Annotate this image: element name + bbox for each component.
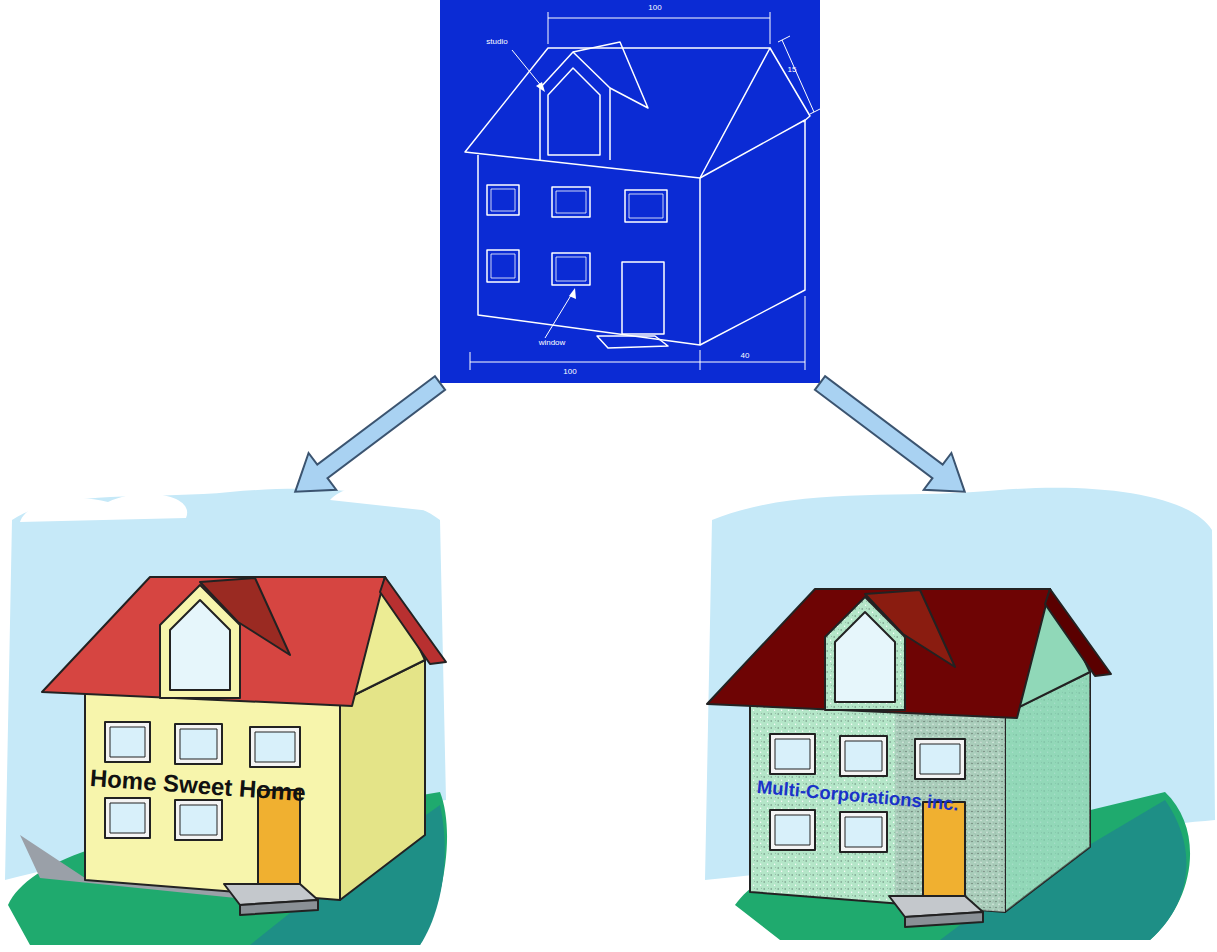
- window-outline: [487, 185, 667, 285]
- blueprint-background: [440, 0, 820, 383]
- step-front: [905, 912, 983, 927]
- dormer: [160, 585, 240, 698]
- house-illustration: Multi-Corporations inc.: [665, 480, 1217, 952]
- cloud: [20, 484, 442, 522]
- dimension-value: 15: [788, 65, 797, 74]
- dimension-value: 100: [648, 3, 661, 12]
- dormer-window-outline: [548, 68, 600, 155]
- callout-label: studio: [486, 37, 507, 46]
- roof-trim: [380, 577, 446, 664]
- leader-line: [545, 292, 573, 338]
- leader-line: [512, 50, 543, 88]
- blueprint-sheet: 100 studio 15 window 100 40: [440, 0, 820, 383]
- door-outline: [622, 262, 664, 334]
- facade-sign: Multi-Corporations inc.: [756, 776, 960, 815]
- instantiation-arrow: [815, 376, 965, 492]
- window-inner-outline: [491, 189, 663, 281]
- roof-trim: [1045, 589, 1111, 676]
- house: [42, 577, 446, 915]
- leader-arrowhead: [536, 82, 576, 299]
- facade-sign: Home Sweet Home: [89, 764, 306, 807]
- callout-label: window: [539, 338, 566, 347]
- side-wall-outline: [700, 120, 805, 345]
- facade: [750, 702, 1005, 912]
- dormer-window: [835, 612, 895, 702]
- dormer: [825, 597, 905, 710]
- roof: [42, 577, 385, 706]
- facade: [85, 690, 340, 900]
- house-scene: [5, 484, 447, 945]
- blueprint-lines: [465, 12, 822, 370]
- dimension-value: 40: [741, 351, 750, 360]
- door: [923, 802, 965, 896]
- house: [707, 589, 1111, 927]
- house-scene: [705, 488, 1215, 940]
- dimension-line: [470, 296, 805, 370]
- dormer-window: [170, 600, 230, 690]
- blueprint-drawing: [440, 0, 822, 383]
- dimension-line: [778, 36, 822, 114]
- dimension-value: 100: [563, 367, 576, 376]
- dormer-roof-outline: [573, 42, 648, 108]
- facade-outline: [478, 155, 700, 345]
- roof-outline: [465, 48, 770, 178]
- dormer-outline: [540, 52, 610, 160]
- step-front: [240, 900, 318, 915]
- dimension-line: [548, 12, 770, 44]
- roof: [707, 589, 1050, 718]
- instantiation-arrow: [295, 376, 445, 492]
- house-illustration: Home Sweet Home: [0, 480, 450, 952]
- step-outline: [597, 336, 668, 348]
